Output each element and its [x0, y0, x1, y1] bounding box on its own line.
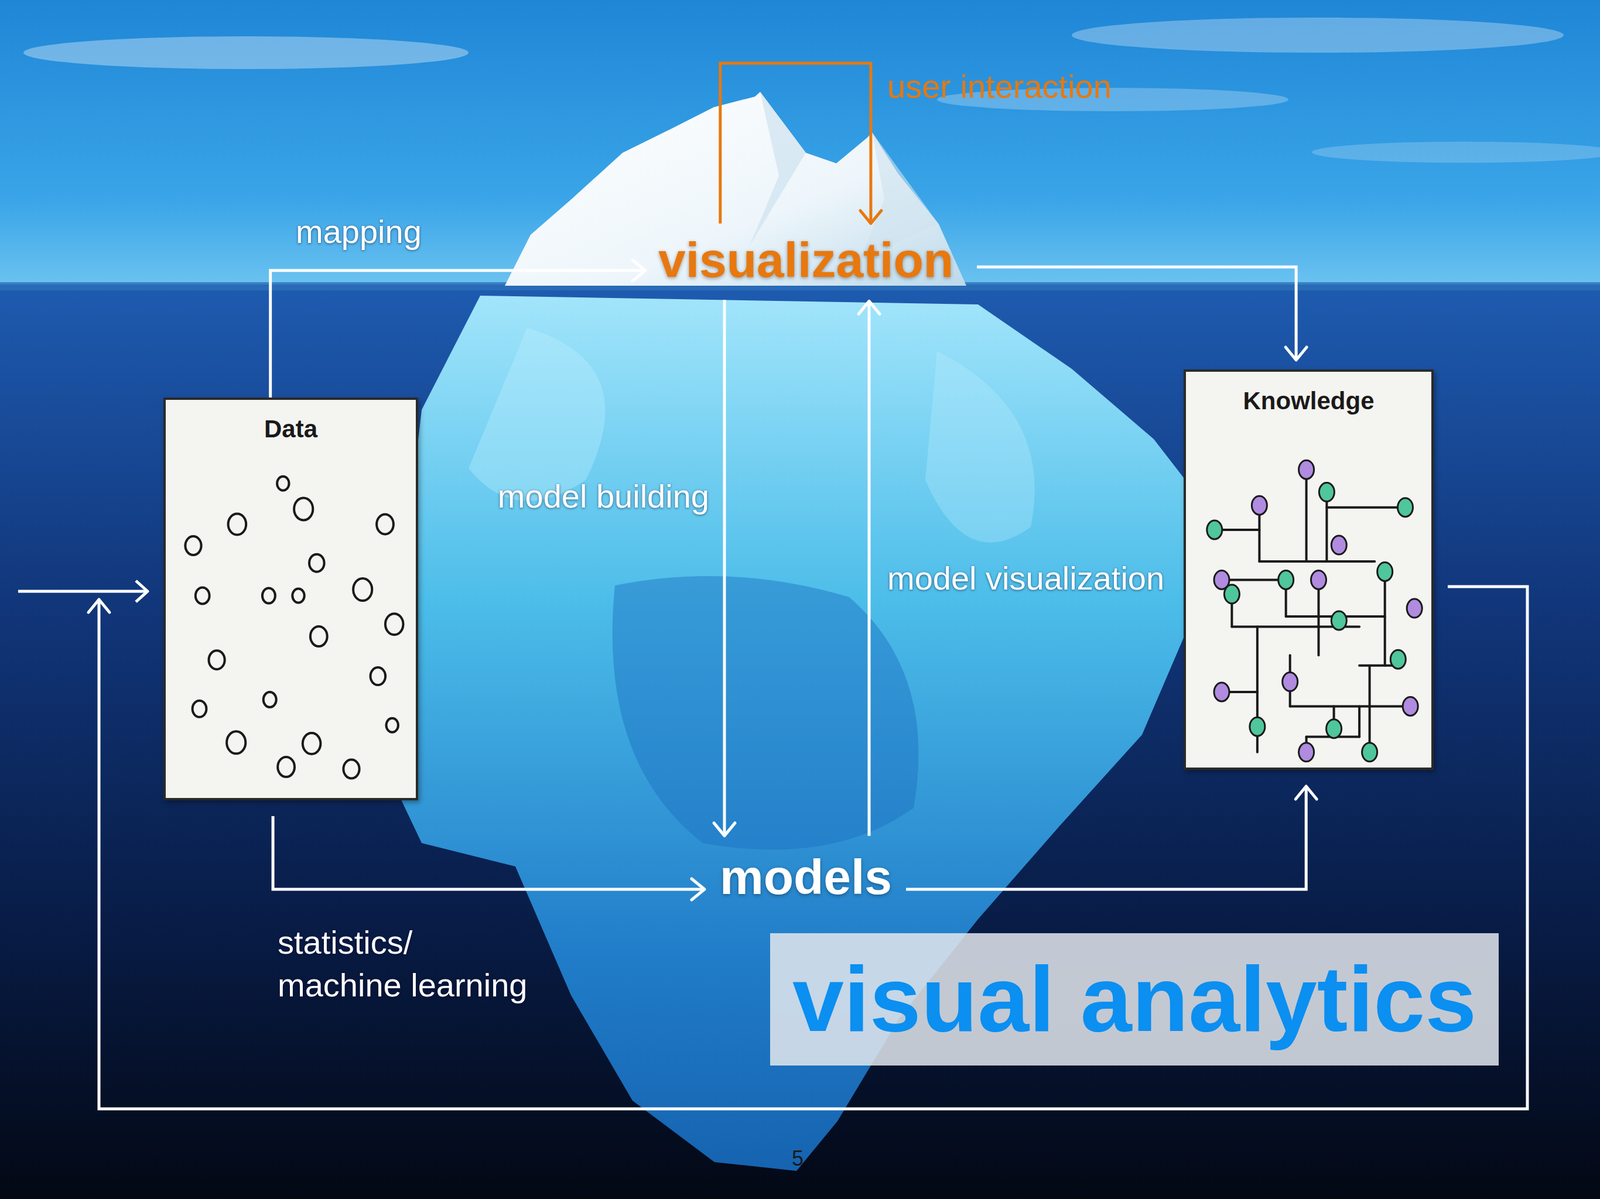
arrow-head	[691, 879, 705, 901]
data-card: Data	[163, 397, 419, 801]
card-title: Knowledge	[1185, 371, 1432, 416]
arrow-line	[867, 301, 871, 836]
edge-label: user interaction	[887, 65, 1134, 109]
flow-arrow	[270, 260, 646, 398]
title-patch: visual analytics	[770, 933, 1499, 1066]
arrow-head	[1285, 347, 1307, 361]
edge-label: statistics/ machine learning	[277, 921, 536, 1008]
arrow-head	[1295, 786, 1317, 800]
arrow-head	[858, 301, 880, 314]
stage-label: models	[719, 849, 892, 907]
stage-label: visualization	[658, 231, 954, 289]
arrow-head	[88, 599, 110, 613]
arrow-line	[720, 63, 871, 224]
arrow-line	[723, 299, 727, 836]
edge-label: mapping	[295, 210, 422, 254]
flow-arrow	[713, 299, 735, 836]
arrow-line	[906, 786, 1307, 890]
flow-arrow	[858, 301, 880, 836]
edge-label: model visualization	[887, 557, 1165, 601]
flow-arrow	[272, 816, 705, 901]
arrow-line	[270, 270, 646, 398]
edge-label: model building	[497, 475, 710, 519]
arrow-head	[713, 823, 735, 837]
flow-arrow	[720, 63, 882, 224]
page-number: 5	[791, 1146, 804, 1172]
flow-arrow	[976, 267, 1307, 361]
flow-arrow	[906, 786, 1317, 890]
knowledge-graph	[1185, 371, 1437, 773]
title-label: visual analytics	[792, 944, 1477, 1056]
data-points	[165, 400, 421, 803]
arrow-head	[632, 260, 646, 282]
arrow-line	[976, 267, 1297, 361]
stage-title: visualization	[658, 231, 954, 289]
card-title: Data	[165, 400, 416, 444]
arrow-head	[860, 210, 882, 224]
arrow-line	[272, 816, 705, 890]
stage-title: models	[719, 849, 892, 907]
knowledge-card: Knowledge	[1183, 369, 1434, 771]
